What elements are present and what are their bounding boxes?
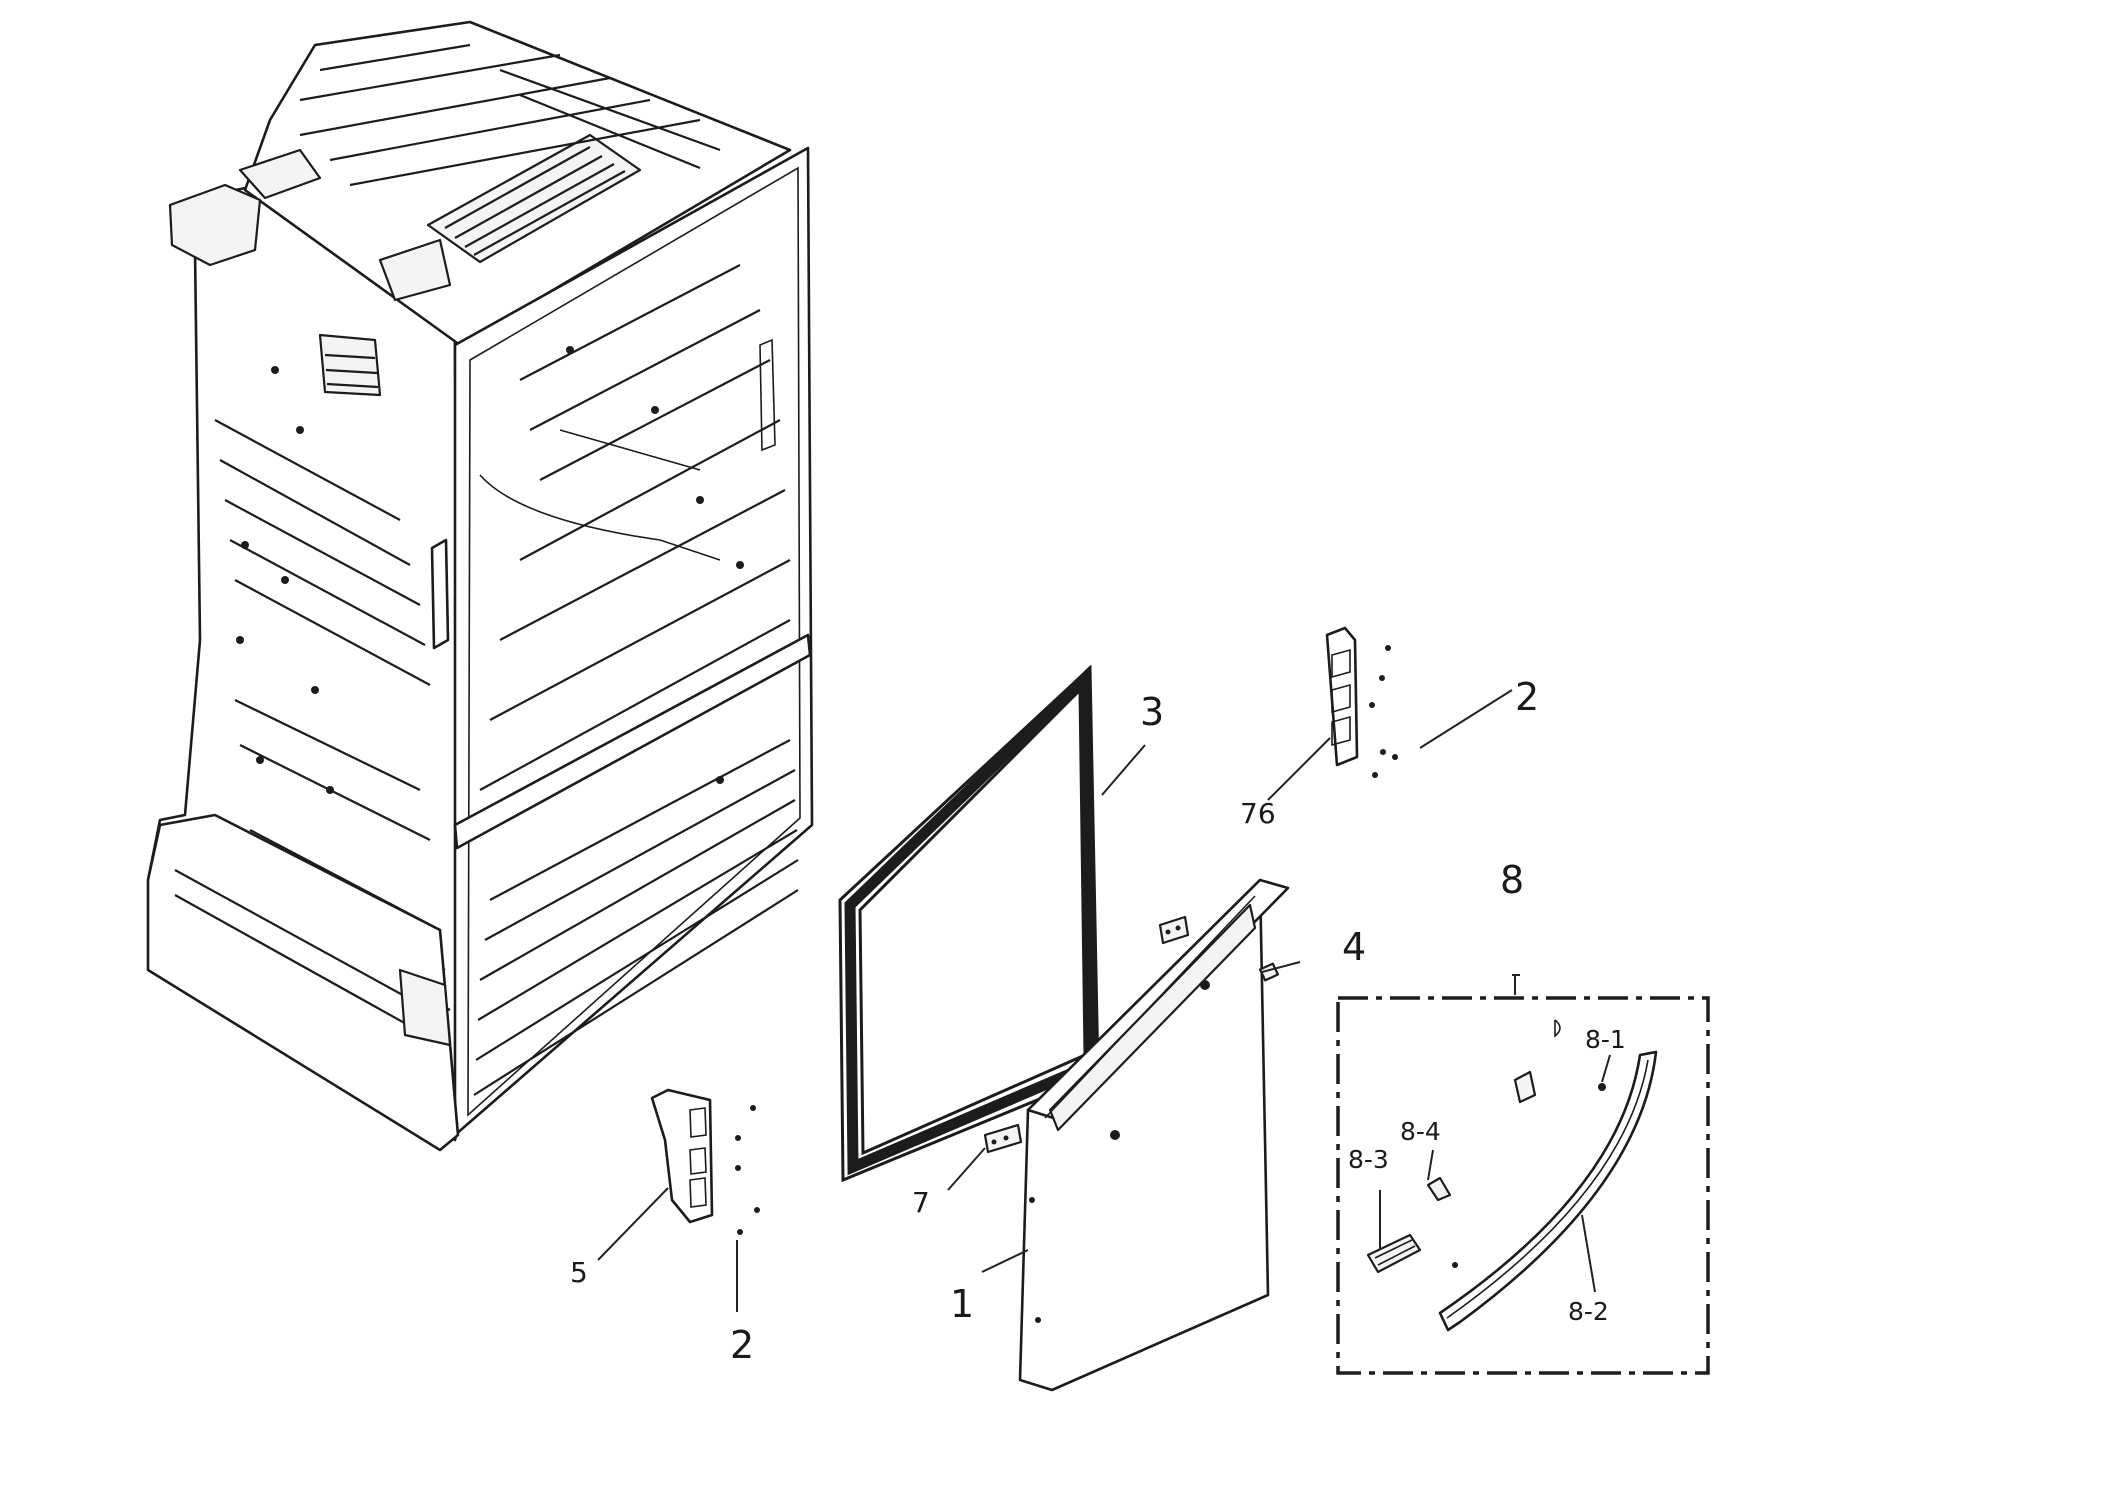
side-vent bbox=[318, 333, 382, 397]
callout-hinge-lower-left: 5 bbox=[570, 1256, 588, 1289]
guide-clip-lower bbox=[983, 1123, 1023, 1154]
side-slot bbox=[430, 538, 450, 650]
callout-screw-upper: 2 bbox=[1515, 675, 1539, 719]
cabinet-front-inner bbox=[467, 166, 801, 1117]
callout-door-assembly: 1 bbox=[950, 1282, 974, 1326]
callout-stopper: 4 bbox=[1342, 925, 1366, 969]
cabinet-front-face bbox=[453, 146, 814, 1137]
cabinet-mullion bbox=[453, 633, 812, 850]
callout-handle-screw: 8-1 bbox=[1585, 1025, 1626, 1054]
freezer-door-assembly bbox=[1018, 878, 1290, 1392]
callout-guide-clip: 7 bbox=[912, 1186, 930, 1219]
callout-gasket: 3 bbox=[1140, 690, 1164, 734]
callout-handle-cap: 8-4 bbox=[1400, 1117, 1441, 1146]
handle-kit-box bbox=[1336, 996, 1710, 1375]
door-handle-pocket bbox=[1048, 903, 1257, 1132]
callout-screw-lower: 2 bbox=[730, 1323, 754, 1367]
callout-hinge-upper-right: 76 bbox=[1240, 797, 1276, 830]
refrigerator-cabinet bbox=[146, 20, 814, 1152]
leader-lines bbox=[597, 689, 1611, 1312]
top-vent-grille bbox=[426, 133, 642, 264]
door-front-panel bbox=[1018, 878, 1270, 1392]
handle-cap bbox=[1426, 1176, 1452, 1202]
callout-handle-kit: 8 bbox=[1500, 858, 1524, 902]
handle-kit bbox=[1336, 996, 1710, 1375]
hinge-lower-left bbox=[650, 1088, 760, 1235]
callout-handle-bracket: 8-3 bbox=[1348, 1145, 1389, 1174]
guide-clip-upper bbox=[1158, 915, 1190, 945]
handle-bar bbox=[1438, 1050, 1658, 1332]
rear-machinery bbox=[168, 183, 262, 267]
callout-handle-bar: 8-2 bbox=[1568, 1297, 1609, 1326]
hinge-upper-right bbox=[1325, 626, 1398, 778]
